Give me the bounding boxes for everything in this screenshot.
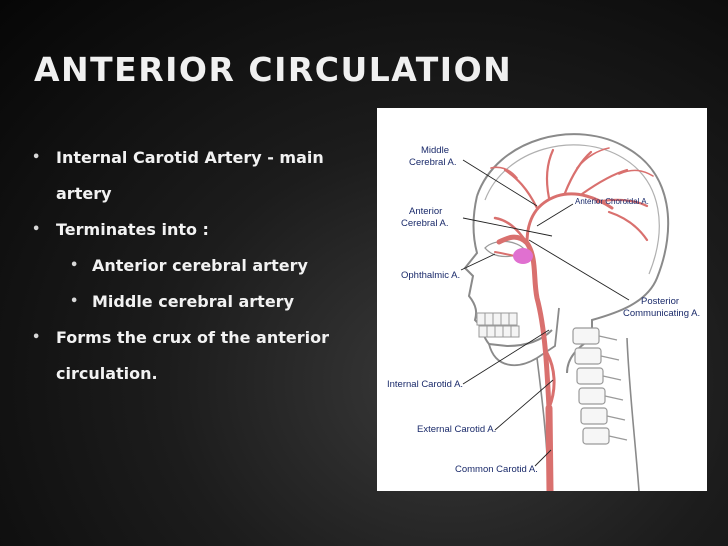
bullet-text: circulation. xyxy=(56,364,158,383)
label-posterior-communicating: Posterior xyxy=(641,296,679,307)
leader-lines xyxy=(460,159,630,467)
middle-cerebral-artery xyxy=(525,192,614,245)
carotid-siphon-highlight xyxy=(513,248,533,264)
common-carotid-artery xyxy=(545,404,554,491)
artery-tree xyxy=(490,147,654,491)
cervical-spine xyxy=(572,327,628,445)
slide-title: ANTERIOR CIRCULATION xyxy=(34,50,513,89)
bullet-text: Middle cerebral artery xyxy=(92,292,294,311)
bullet-dot-icon: • xyxy=(32,150,41,165)
label-middle-cerebral: Cerebral A. xyxy=(409,157,457,168)
bullet-text: Forms the crux of the anterior xyxy=(56,328,329,347)
label-internal-carotid: Internal Carotid A. xyxy=(387,379,463,390)
bullet-text: Anterior cerebral artery xyxy=(92,256,308,275)
label-anterior-cerebral: Cerebral A. xyxy=(401,218,449,229)
bullet-text: Internal Carotid Artery - main xyxy=(56,148,324,167)
bullet-item: • Forms the crux of the anterior circula… xyxy=(32,320,352,392)
bullet-dot-icon: • xyxy=(32,330,41,345)
label-posterior-communicating: Communicating A. xyxy=(623,308,700,319)
bullet-dot-icon: • xyxy=(70,258,79,273)
skull-outline-inner xyxy=(484,144,660,275)
anatomy-figure: Middle Cerebral A. Anterior Choroidal A.… xyxy=(377,108,707,491)
bullet-dot-icon: • xyxy=(70,294,79,309)
label-external-carotid: External Carotid A. xyxy=(417,424,496,435)
bullet-item: • Terminates into : xyxy=(32,212,352,248)
label-middle-cerebral: Middle xyxy=(421,145,449,156)
teeth xyxy=(476,312,520,338)
sub-bullet-item: • Middle cerebral artery xyxy=(32,284,352,320)
face-outline xyxy=(463,195,553,348)
internal-carotid-artery xyxy=(496,234,552,411)
label-common-carotid: Common Carotid A. xyxy=(455,464,538,475)
anterior-cerebral-artery xyxy=(493,216,529,245)
label-anterior-choroidal: Anterior Choroidal A. xyxy=(575,197,649,206)
bullet-list: • Internal Carotid Artery - main artery … xyxy=(32,140,352,392)
label-anterior-cerebral: Anterior xyxy=(409,206,442,217)
carotid-anatomy-diagram: Middle Cerebral A. Anterior Choroidal A.… xyxy=(387,133,700,491)
bullet-text: artery xyxy=(56,184,112,203)
bullet-text: Terminates into : xyxy=(56,220,209,239)
bullet-dot-icon: • xyxy=(32,222,41,237)
bullet-item: • Internal Carotid Artery - main artery xyxy=(32,140,352,212)
label-ophthalmic: Ophthalmic A. xyxy=(401,270,460,281)
external-carotid-artery xyxy=(545,351,556,410)
sub-bullet-item: • Anterior cerebral artery xyxy=(32,248,352,284)
